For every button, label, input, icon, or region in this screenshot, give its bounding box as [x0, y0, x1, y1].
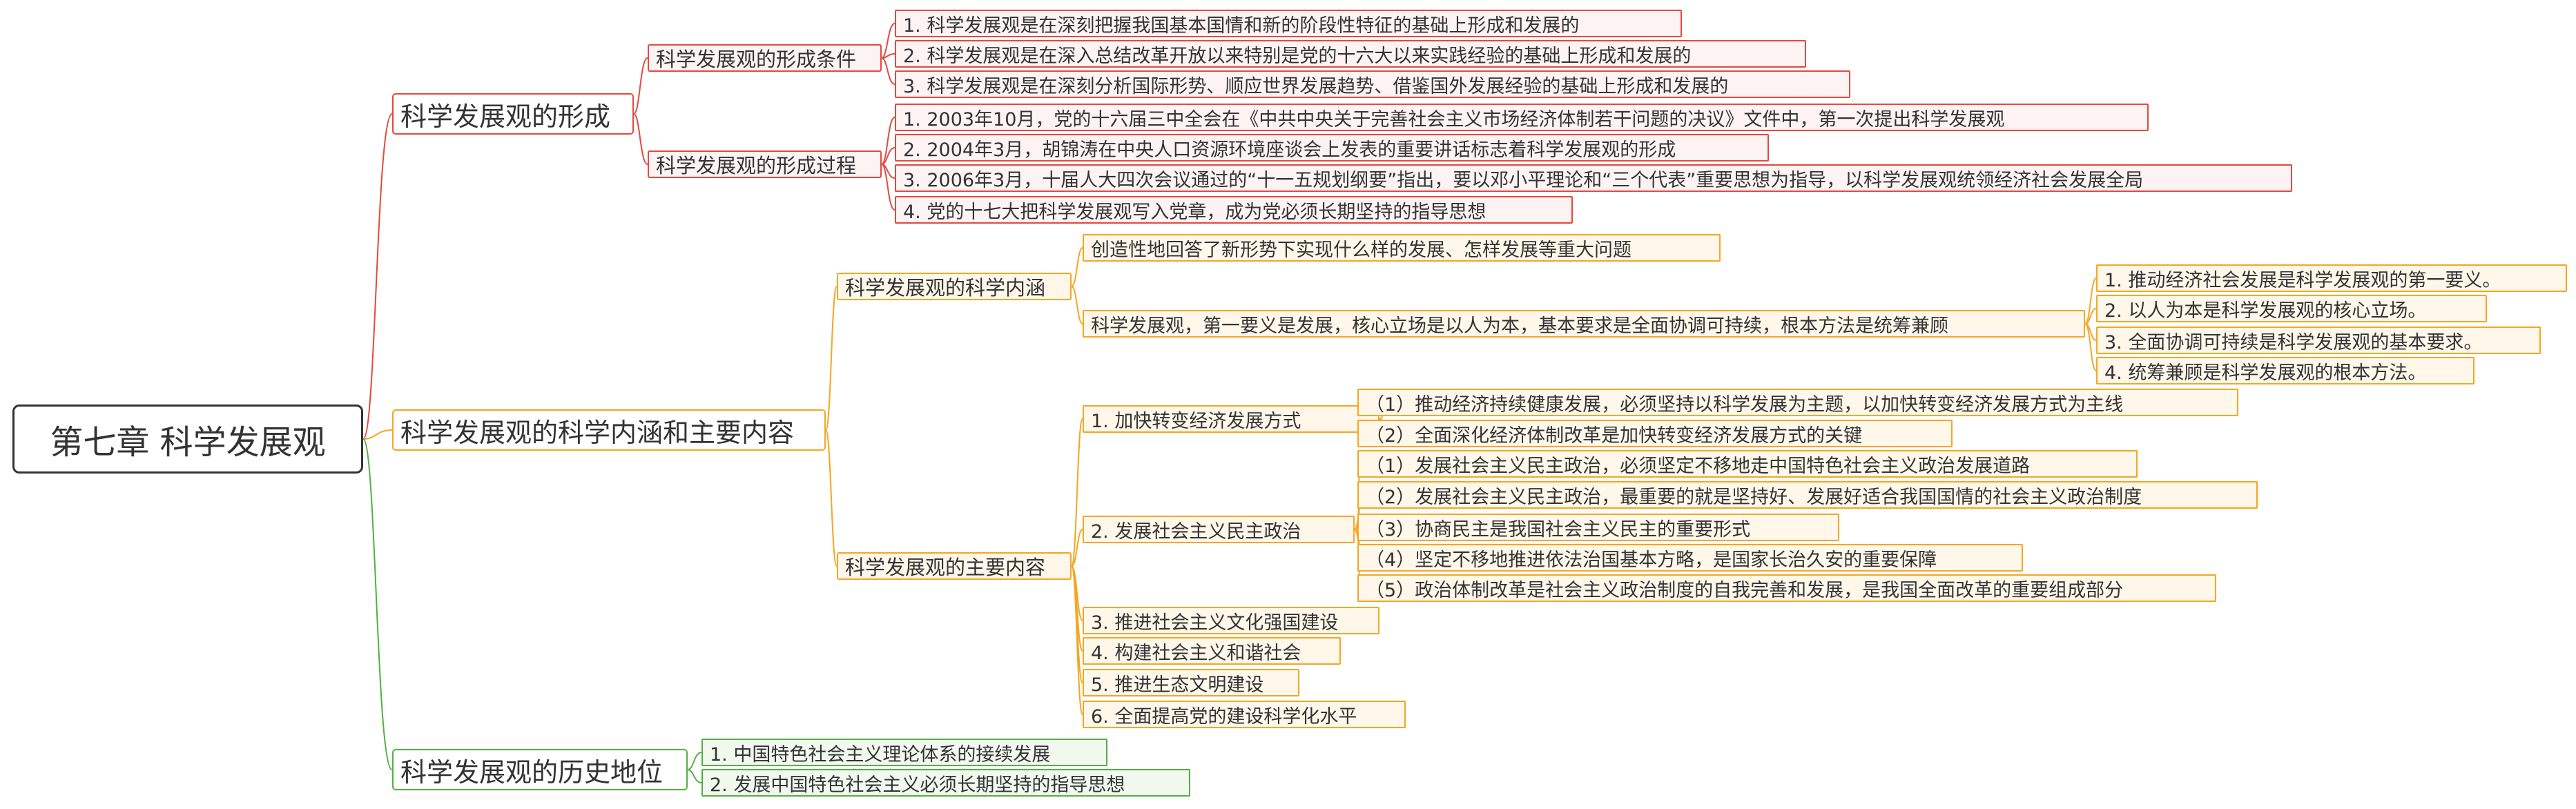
leaf-content-2-item-3[interactable]: （3）协商民主是我国社会主义民主的重要形式	[1357, 514, 1839, 541]
connector-33	[687, 752, 702, 770]
leaf-formation-condition-2[interactable]: 2. 科学发展观是在深入总结改革开放以来特别是党的十六大以来实践经验的基础上形成…	[895, 40, 1806, 68]
connector-25	[1071, 565, 1083, 715]
connector-34	[687, 769, 702, 783]
leaf-connotation-2[interactable]: 科学发展观，第一要义是发展，核心立场是以人为本，基本要求是全面协调可持续，根本方…	[1083, 310, 2085, 338]
root-topic[interactable]: 第七章 科学发展观	[12, 404, 363, 474]
leaf-historical-2[interactable]: 2. 发展中国特色社会主义必须长期坚持的指导思想	[701, 769, 1190, 797]
leaf-connotation-1[interactable]: 创造性地回答了新形势下实现什么样的发展、怎样发展等重大问题	[1083, 234, 1721, 262]
sub-main-content[interactable]: 科学发展观的主要内容	[837, 552, 1072, 580]
leaf-content-2-item-1[interactable]: （1）发展社会主义民主政治，必须坚定不移地走中国特色社会主义政治发展道路	[1357, 450, 2138, 478]
connector-14	[1071, 247, 1083, 287]
connector-16	[2084, 277, 2097, 324]
leaf-content-6[interactable]: 6. 全面提高党的建设科学化水平	[1083, 701, 1406, 728]
leaf-formation-process-2[interactable]: 2. 2004年3月，胡锦涛在中央人口资源环境座谈会上发表的重要讲话标志着科学发…	[895, 134, 1769, 162]
connector-6	[881, 53, 895, 59]
sub-formation-conditions[interactable]: 科学发展观的形成条件	[648, 44, 882, 72]
connector-3	[633, 57, 648, 115]
leaf-formation-process-4[interactable]: 4. 党的十七大把科学发展观写入党章，成为党必须长期坚持的指导思想	[895, 196, 1573, 224]
connector-9	[881, 147, 895, 165]
leaf-connotation-2-item-2[interactable]: 2. 以人为本是科学发展观的核心立场。	[2096, 295, 2487, 322]
leaf-content-1-item-2[interactable]: （2）全面深化经济体制改革是加快转变经济发展方式的关键	[1357, 420, 1953, 447]
connector-4	[633, 113, 648, 165]
connector-8	[881, 117, 895, 165]
connector-19	[2084, 323, 2097, 371]
leaf-connotation-2-item-4[interactable]: 4. 统筹兼顾是科学发展观的根本方法。	[2096, 357, 2475, 384]
leaf-content-2-item-2[interactable]: （2）发展社会主义民主政治，最重要的就是坚持好、发展好适合我国国情的社会主义政治…	[1357, 481, 2258, 509]
leaf-formation-condition-3[interactable]: 3. 科学发展观是在深刻分析国际形势、顺应世界发展趋势、借鉴国外发展经验的基础上…	[895, 70, 1850, 98]
connector-7	[881, 57, 895, 85]
leaf-content-5[interactable]: 5. 推进生态文明建设	[1083, 669, 1299, 696]
leaf-historical-1[interactable]: 1. 中国特色社会主义理论体系的接续发展	[701, 739, 1107, 766]
connector-15	[1071, 286, 1083, 324]
leaf-connotation-2-item-1[interactable]: 1. 推动经济社会发展是科学发展观的第一要义。	[2096, 264, 2567, 292]
connector-22	[1071, 565, 1083, 621]
connector-5	[881, 23, 895, 59]
leaf-content-2-item-4[interactable]: （4）坚定不移地推进依法治国基本方略，是国家长治久安的重要保障	[1357, 544, 2023, 572]
connector-20	[1071, 418, 1083, 567]
connector-18	[2084, 323, 2097, 341]
leaf-formation-process-3[interactable]: 3. 2006年3月，十届人大四次会议通过的“十一五规划纲要”指出，要以邓小平理…	[895, 164, 2292, 192]
connector-10	[881, 164, 895, 179]
connector-11	[881, 164, 895, 211]
leaf-content-1-item-1[interactable]: （1）推动经济持续健康发展，必须坚持以科学发展为主题，以加快转变经济发展方式为主…	[1357, 389, 2238, 416]
leaf-content-1[interactable]: 1. 加快转变经济发展方式	[1083, 405, 1379, 433]
leaf-formation-condition-1[interactable]: 1. 科学发展观是在深刻把握我国基本国情和新的阶段性特征的基础上形成和发展的	[895, 10, 1682, 37]
leaf-content-4[interactable]: 4. 构建社会主义和谐社会	[1083, 637, 1341, 665]
connector-24	[1071, 565, 1083, 683]
leaf-content-2-item-5[interactable]: （5）政治体制改革是社会主义政治制度的自我完善和发展，是我国全面改革的重要组成部…	[1357, 574, 2216, 602]
connector-23	[1071, 565, 1083, 652]
sub-formation-process[interactable]: 科学发展观的形成过程	[648, 150, 882, 178]
leaf-formation-process-1[interactable]: 1. 2003年10月，党的十六届三中全会在《中共中央关于完善社会主义市场经济体…	[895, 104, 2149, 131]
branch-formation[interactable]: 科学发展观的形成	[392, 93, 634, 135]
leaf-content-2[interactable]: 2. 发展社会主义民主政治	[1083, 516, 1355, 543]
connector-2	[362, 438, 393, 770]
connector-13	[825, 429, 837, 567]
branch-connotation-content[interactable]: 科学发展观的科学内涵和主要内容	[392, 409, 826, 451]
connector-17	[2084, 308, 2097, 324]
sub-scientific-connotation[interactable]: 科学发展观的科学内涵	[837, 273, 1072, 300]
leaf-connotation-2-item-3[interactable]: 3. 全面协调可持续是科学发展观的基本要求。	[2096, 326, 2541, 354]
connector-21	[1071, 529, 1083, 567]
leaf-content-3[interactable]: 3. 推进社会主义文化强国建设	[1083, 607, 1379, 634]
connector-12	[825, 286, 837, 431]
connector-1	[362, 429, 393, 440]
branch-historical-status[interactable]: 科学发展观的历史地位	[392, 749, 688, 790]
connector-0	[362, 113, 393, 440]
